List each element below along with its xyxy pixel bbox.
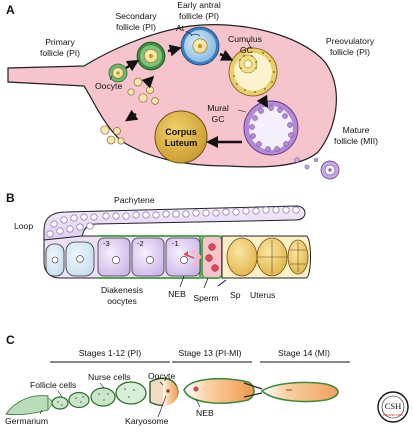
label-neb-c: NEB <box>196 408 214 418</box>
panel-b: B <box>6 191 311 306</box>
secondary-follicle <box>136 41 166 71</box>
sperm-signal <box>183 250 201 267</box>
label-germarium: Germarium <box>5 416 48 426</box>
label-cumulus: Cumulus <box>228 34 262 44</box>
ovulated-oocytes <box>294 157 340 180</box>
label-primary-follicle: Primary <box>45 37 75 47</box>
egg-chamber-3 <box>90 387 116 407</box>
stage-header-13: Stage 13 (PI-MI) <box>178 348 241 358</box>
mature-follicle <box>243 100 299 156</box>
neb-leader <box>179 275 185 288</box>
corpus-luteum <box>154 110 208 164</box>
stage-header-14: Stage 14 (MI) <box>278 348 330 358</box>
label-preovulatory-follicle: Preovulatory <box>326 36 375 46</box>
germarium <box>5 395 49 416</box>
panel-a-leaders <box>109 30 252 113</box>
label-position-minus-2: -2 <box>137 239 144 248</box>
label-mature-follicle-stage: follicle (MII) <box>334 136 378 146</box>
panel-a: A <box>6 0 378 180</box>
label-oocyte-c: Oocyte <box>148 371 175 381</box>
label-follicle-cells: Follicle cells <box>30 380 76 390</box>
sperm-leader <box>203 277 209 289</box>
panel-c: C Stages 1-12 (PI) Stage 13 (PI-MI) Stag… <box>5 333 350 426</box>
label-mature-follicle: Mature <box>343 125 370 135</box>
stage-14-egg <box>243 381 339 403</box>
label-nurse-cells: Nurse cells <box>88 372 131 382</box>
stage-13-egg <box>183 377 255 404</box>
label-corpus-luteum: Corpus <box>165 127 197 137</box>
label-antrum: At <box>176 23 185 33</box>
label-early-antral-follicle: Early antral <box>177 0 221 10</box>
label-preovulatory-follicle-stage: follicle (PI) <box>330 47 370 57</box>
label-cumulus-gc: GC <box>240 45 253 55</box>
diakenesis-oocytes <box>45 237 201 277</box>
sp-arrow <box>217 279 227 287</box>
early-antral-follicle <box>180 26 220 66</box>
label-neb-b: NEB <box>168 289 186 299</box>
label-loop: Loop <box>14 221 33 231</box>
label-secondary-follicle-stage: follicle (PI) <box>116 22 156 32</box>
label-pachytene: Pachytene <box>114 195 155 205</box>
label-secondary-follicle: Secondary <box>115 11 157 21</box>
egg-chamber-4 <box>115 381 147 405</box>
csh-logo: CSH PERSPECTIVES <box>377 391 409 423</box>
label-position-minus-3: -3 <box>103 239 110 248</box>
label-uterus: Uterus <box>250 290 275 300</box>
primordial-follicles <box>100 77 159 145</box>
label-diakenesis-oocytes: oocytes <box>107 296 137 306</box>
egg-chamber-1 <box>51 396 69 410</box>
label-sp: Sp <box>230 290 241 300</box>
label-karyosome: Karyosome <box>125 416 169 426</box>
spermatheca <box>201 235 223 279</box>
panel-c-label: C <box>6 333 15 347</box>
label-corpus-luteum-2: Luteum <box>165 138 198 148</box>
label-diakenesis: Diakenesis <box>101 285 143 295</box>
uterus <box>221 235 311 279</box>
pachytene-nuclei <box>46 206 300 238</box>
label-primary-follicle-stage: follicle (PI) <box>40 48 80 58</box>
logo-text: CSH <box>385 401 402 411</box>
ovariole <box>5 377 179 416</box>
panel-b-label: B <box>6 191 15 205</box>
neb-dot <box>193 386 199 392</box>
label-sperm: Sperm <box>193 293 218 303</box>
ovary-arrows <box>125 44 269 148</box>
panel-c-leaders <box>39 381 201 418</box>
label-oocyte: Oocyte <box>95 81 122 91</box>
label-mural-gc: Mural <box>207 103 229 113</box>
label-mural-gc-2: GC <box>212 114 225 124</box>
panel-a-label: A <box>6 3 15 17</box>
stage-header-1-12: Stages 1-12 (PI) <box>79 348 142 358</box>
karyosome-dot <box>166 389 170 393</box>
primary-follicle <box>108 63 128 83</box>
egg-chamber-2 <box>68 391 90 409</box>
label-early-antral-follicle-stage: follicle (PI) <box>179 11 219 21</box>
preovulatory-follicle <box>228 47 278 97</box>
logo-ring-text: PERSPECTIVES <box>383 413 403 417</box>
label-position-minus-1: -1 <box>172 239 179 248</box>
